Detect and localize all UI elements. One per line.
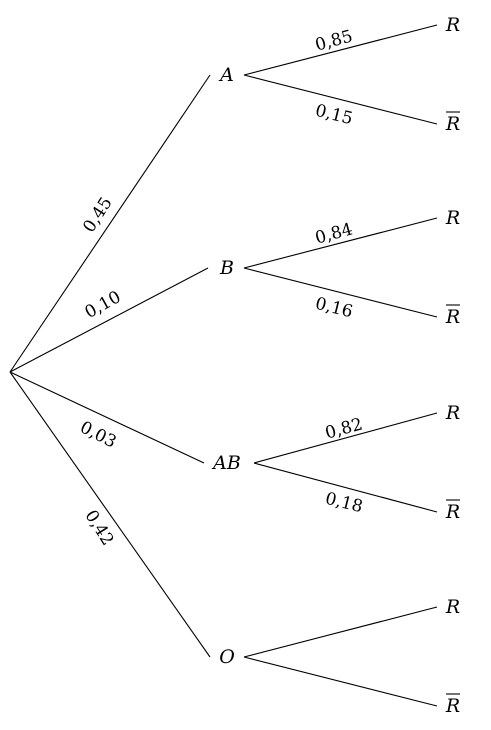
leaf-ab-r: R (445, 402, 460, 424)
node-a: A (218, 64, 234, 86)
leaf-a-r-bar: R (445, 113, 460, 135)
leaf-b-r-bar: R (445, 306, 460, 328)
edge-root-to-ab (9, 371, 205, 464)
prob-label-o: 0,42 (80, 507, 117, 550)
edge-a-r (243, 24, 438, 76)
edge-b-r-bar (243, 267, 438, 318)
node-ab: AB (211, 452, 241, 474)
leaf-b-r: R (445, 207, 460, 229)
edge-root-to-a (9, 74, 211, 373)
edge-o-r-bar (243, 656, 438, 707)
leaf-o-r: R (445, 596, 460, 618)
prob-label-a-r: 0,85 (313, 26, 355, 55)
prob-label-ab-r-bar: 0,18 (323, 489, 365, 518)
edge-b-r (243, 217, 438, 269)
leaf-o-r-bar: R (445, 695, 460, 717)
prob-label-ab-r: 0,82 (323, 414, 365, 443)
edge-root-to-b (9, 267, 209, 373)
edge-a-r-bar (243, 74, 438, 125)
edge-ab-r-bar (253, 462, 438, 513)
node-o: O (219, 646, 235, 668)
prob-label-ab: 0,03 (77, 417, 120, 452)
leaf-a-r: R (445, 14, 460, 36)
prob-label-a-r-bar: 0,15 (313, 101, 355, 130)
prob-label-b-r: 0,84 (313, 219, 355, 248)
edge-root-to-o (9, 371, 211, 658)
prob-label-b: 0,10 (82, 287, 125, 323)
tree-edges (9, 24, 438, 707)
leaf-ab-r-bar: R (445, 501, 460, 523)
prob-label-a: 0,45 (79, 194, 116, 237)
edge-ab-r (253, 412, 438, 464)
prob-label-b-r-bar: 0,16 (313, 294, 355, 323)
edge-o-r (243, 606, 438, 658)
node-b: B (219, 257, 234, 279)
